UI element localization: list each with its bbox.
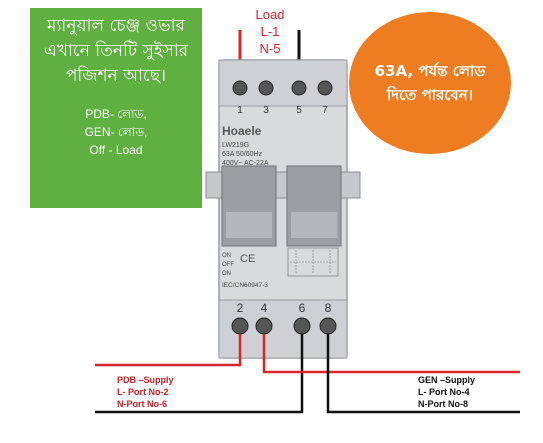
load-label-line3: N-5 <box>259 41 281 56</box>
terminal-number-8: 8 <box>325 301 332 315</box>
terminal-screw-3 <box>258 80 274 96</box>
gen-neutral-port: N-Port No-8 <box>418 399 468 409</box>
current-rating: 63A 50/60Hz <box>222 151 263 158</box>
terminal-screw-6 <box>293 317 311 335</box>
terminal-number-7: 7 <box>322 105 328 116</box>
terminal-screw-1 <box>232 80 248 96</box>
load-label-line1: Load <box>255 7 285 22</box>
mode-pdb: PDB- লোড, <box>85 107 147 121</box>
pdb-supply-label: PDB –Supply L- Port No-2 N-Port No-6 <box>117 374 174 410</box>
gen-live-port: L- Port No-4 <box>418 387 470 397</box>
changeover-switch: 1 3 5 7 Hoaele LW219G 63A 50/60Hz 400V~ … <box>205 59 361 359</box>
pdb-live-port: L- Port No-2 <box>117 387 169 397</box>
terminal-number-2: 2 <box>237 301 244 315</box>
terminal-screw-7 <box>317 80 333 96</box>
terminal-screw-5 <box>291 80 307 96</box>
gen-supply-label: GEN –Supply L- Port No-4 N-Port No-8 <box>418 374 475 410</box>
terminal-number-6: 6 <box>299 301 306 315</box>
gen-live-wire <box>262 334 520 374</box>
mode-gen: GEN- লোড, <box>84 125 148 139</box>
ce-mark: CE <box>240 253 255 265</box>
terminal-number-4: 4 <box>261 301 268 315</box>
pdb-supply-title: PDB –Supply <box>117 375 174 385</box>
left-handle-grip <box>226 212 272 238</box>
position-on-1: ON <box>222 253 231 259</box>
terminal-number-5: 5 <box>296 105 302 116</box>
capacity-note-text: 63A, পর্যন্ত লোড দিতে পারবেন। <box>374 62 486 104</box>
gen-supply-title: GEN –Supply <box>418 375 476 385</box>
pdb-neutral-port: N-Port No-6 <box>117 399 167 409</box>
gen-neutral-wire <box>326 334 520 414</box>
position-on-2: ON <box>222 271 231 277</box>
load-label: Load L-1 N-5 <box>246 6 294 57</box>
changeover-note-text: ম্যানুয়াল চেঞ্জ ওভার এখানে তিনটি সুইসার… <box>43 16 189 86</box>
terminal-screw-8 <box>319 317 337 335</box>
terminal-number-3: 3 <box>263 105 269 116</box>
mode-off: Off - Load <box>89 143 143 157</box>
terminal-screw-2 <box>231 317 249 335</box>
position-off: OFF <box>222 262 234 268</box>
model-number: LW219G <box>222 142 249 149</box>
pdb-neutral-wire <box>95 334 304 414</box>
wiring-schematic-icon <box>287 247 339 277</box>
voltage-rating: 400V~ AC-22A <box>222 160 269 167</box>
changeover-note-box: ম্যানুয়াল চেঞ্জ ওভার এখানে তিনটি সুইসার… <box>30 8 202 208</box>
terminal-screw-4 <box>255 317 273 335</box>
right-handle-grip <box>291 212 337 238</box>
switch-modes: PDB- লোড, GEN- লোড, Off - Load <box>30 105 202 159</box>
pdb-live-wire <box>95 334 242 367</box>
capacity-note-circle: 63A, পর্যন্ত লোড দিতে পারবেন। <box>349 12 511 154</box>
terminal-number-1: 1 <box>237 105 243 116</box>
load-label-line2: L-1 <box>260 24 280 39</box>
brand-logo: Hoaele <box>222 124 262 138</box>
standard-code: IEC/CN60947-3 <box>222 282 268 289</box>
